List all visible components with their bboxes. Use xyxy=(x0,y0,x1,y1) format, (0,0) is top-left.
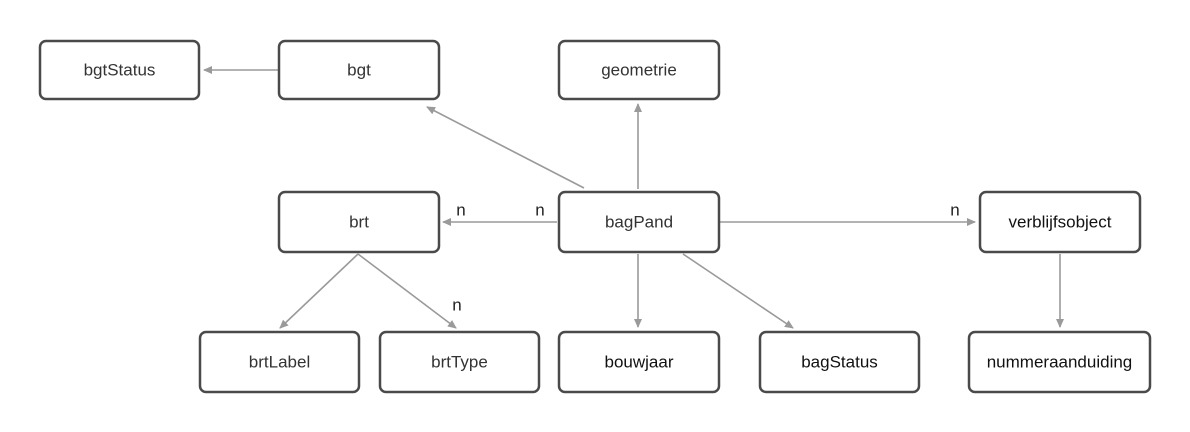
edge-bagPand-to-bgt xyxy=(426,106,585,189)
node-verblijfsobject[interactable]: verblijfsobject xyxy=(978,190,1142,254)
node-geometrie[interactable]: geometrie xyxy=(557,39,721,101)
node-bgt[interactable]: bgt xyxy=(277,39,441,101)
node-label-nummeraanduiding: nummeraanduiding xyxy=(987,353,1133,372)
node-bouwjaar[interactable]: bouwjaar xyxy=(557,330,721,394)
cardinality-brt-side: n xyxy=(456,201,465,220)
node-label-bgt: bgt xyxy=(347,61,371,80)
node-label-bouwjaar: bouwjaar xyxy=(605,353,674,372)
edge-brt-to-brtType xyxy=(357,253,457,329)
node-bagPand[interactable]: bagPand xyxy=(557,190,721,254)
node-label-bagPand: bagPand xyxy=(605,213,673,232)
node-label-bagStatus: bagStatus xyxy=(801,353,878,372)
node-label-brtLabel: brtLabel xyxy=(249,353,310,372)
edge-brt-to-brtLabel xyxy=(279,253,359,329)
edge-bagPand-to-bagStatus xyxy=(682,253,794,329)
node-nummeraanduiding[interactable]: nummeraanduiding xyxy=(967,330,1152,394)
node-brtLabel[interactable]: brtLabel xyxy=(198,330,361,394)
node-brtType[interactable]: brtType xyxy=(378,330,541,394)
node-label-geometrie: geometrie xyxy=(601,61,677,80)
cardinality-verblijfsobject: n xyxy=(950,201,959,220)
cardinality-bagPand-brt-side: n xyxy=(535,201,544,220)
node-bgtStatus[interactable]: bgtStatus xyxy=(38,39,201,101)
cardinality-brtType: n xyxy=(452,296,461,315)
node-label-brtType: brtType xyxy=(431,353,488,372)
node-label-brt: brt xyxy=(349,213,369,232)
node-bagStatus[interactable]: bagStatus xyxy=(758,330,921,394)
node-label-bgtStatus: bgtStatus xyxy=(84,61,156,80)
node-brt[interactable]: brt xyxy=(277,190,441,254)
node-label-verblijfsobject: verblijfsobject xyxy=(1009,213,1112,232)
